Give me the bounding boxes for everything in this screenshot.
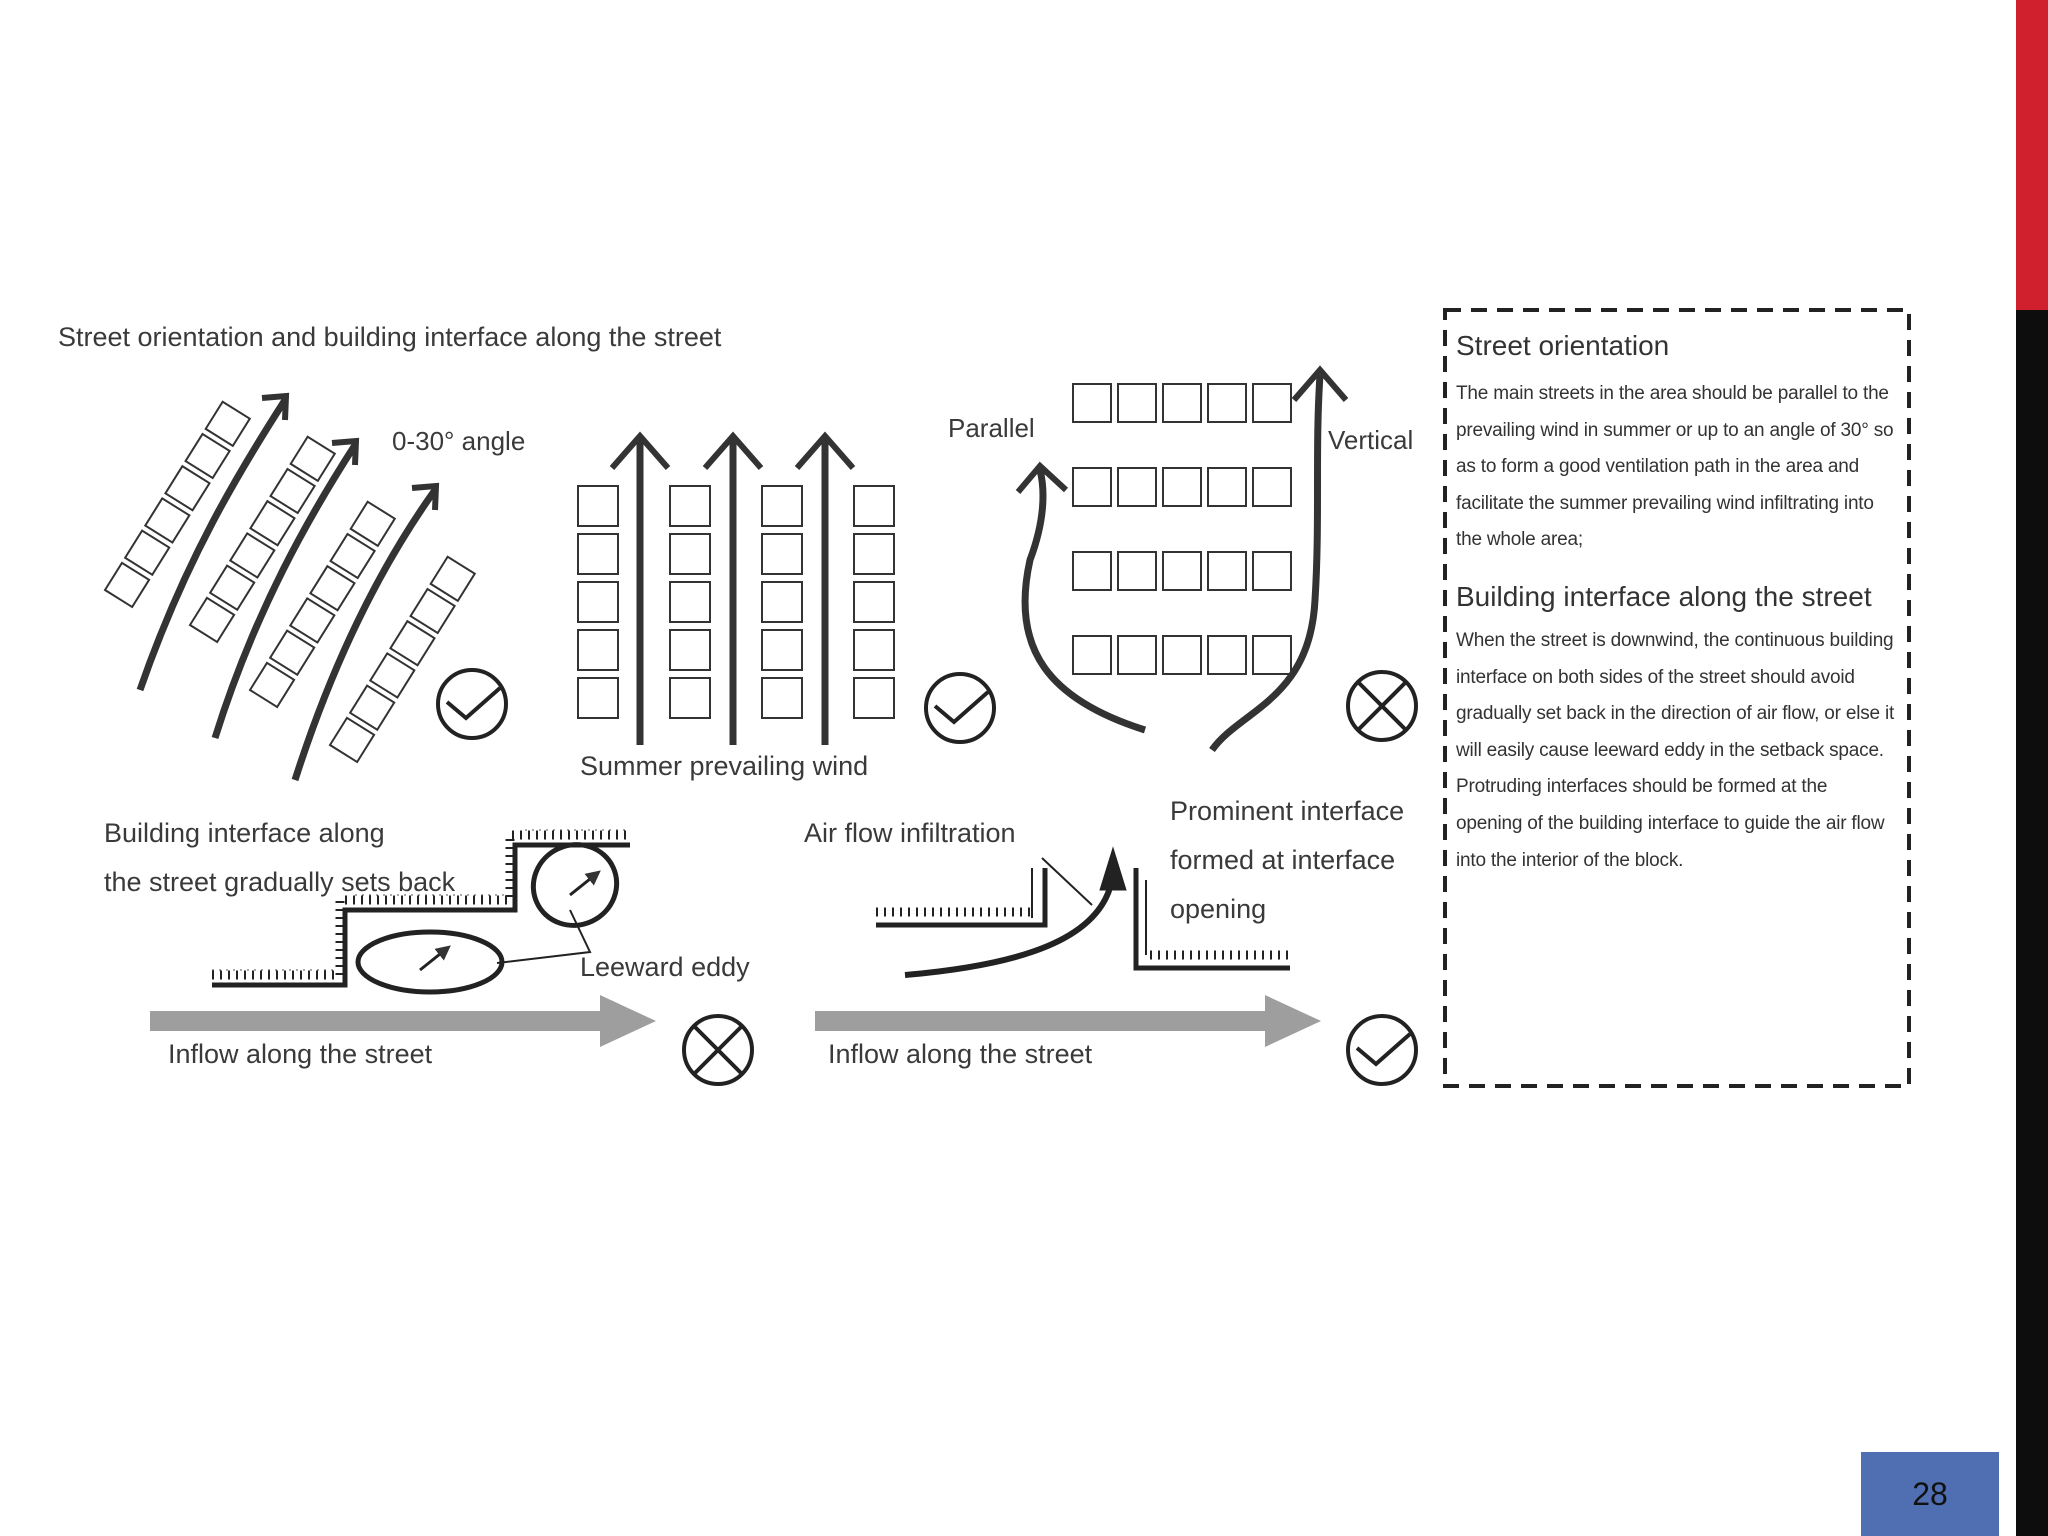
setback-label-line2: the street gradually sets back	[104, 867, 456, 897]
cross-mark-icon	[682, 1014, 754, 1086]
perpendicular-grid-panel	[1015, 365, 1349, 753]
angled-blocks-panel	[103, 392, 477, 782]
deflected-wind-left-icon	[1021, 469, 1147, 734]
page-number: 28	[1861, 1452, 1999, 1536]
inflow-arrow-icon	[150, 995, 656, 1047]
cross-mark-icon	[1346, 670, 1418, 742]
inflow-left-label: Inflow along the street	[168, 1039, 433, 1069]
block-row-1	[1072, 383, 1292, 423]
prominent-label-line1: Prominent interface	[1170, 796, 1404, 826]
deflected-wind-right-icon	[1209, 374, 1324, 753]
block-column-3	[761, 485, 803, 719]
check-mark-icon	[924, 672, 996, 744]
prominent-label-line3: opening	[1170, 894, 1266, 924]
block-row-3	[1072, 551, 1292, 591]
angled-block-column-3	[248, 500, 397, 709]
accent-bar-black	[2016, 310, 2048, 1536]
wind-arrow-icon	[211, 443, 358, 740]
block-column-2	[669, 485, 711, 719]
setback-panel	[212, 829, 630, 995]
angled-block-column-2	[188, 435, 337, 644]
parallel-grid-panel	[577, 431, 895, 745]
inflow-right-label: Inflow along the street	[828, 1039, 1093, 1069]
wind-arrow-icon	[291, 487, 438, 782]
prominent-label-line2: formed at interface	[1170, 845, 1395, 875]
block-row-4	[1072, 635, 1292, 675]
angled-block-column-1	[103, 400, 252, 609]
info-text-orientation: The main streets in the area should be p…	[1456, 383, 1894, 551]
leeward-eddy-label: Leeward eddy	[580, 952, 750, 982]
info-heading-orientation: Street orientation	[1456, 330, 1670, 361]
info-heading-interface: Building interface along the street	[1456, 580, 1872, 612]
check-mark-icon	[1346, 1014, 1418, 1086]
info-panel-border	[1443, 308, 1911, 1088]
block-column-4	[853, 485, 895, 719]
air-flow-label: Air flow infiltration	[804, 818, 1016, 848]
figure-title: Street orientation and building interfac…	[58, 322, 722, 352]
inflow-arrow-icon	[815, 995, 1321, 1047]
vertical-label: Vertical	[1328, 425, 1413, 455]
check-mark-icon	[436, 668, 508, 740]
angled-block-column-4	[328, 555, 477, 764]
accent-bar-red	[2016, 0, 2048, 310]
wind-arrow-icon	[136, 398, 288, 692]
block-column-1	[577, 485, 619, 719]
block-row-2	[1072, 467, 1292, 507]
setback-label-line1: Building interface along	[104, 818, 385, 848]
leeward-eddy-icon	[530, 842, 620, 928]
air-flow-arrow-icon	[904, 879, 1115, 978]
prominent-interface-panel	[876, 846, 1290, 978]
info-panel: Street orientation The main streets in t…	[1456, 330, 1896, 879]
summer-wind-label: Summer prevailing wind	[580, 751, 868, 781]
angle-label: 0-30° angle	[392, 426, 525, 456]
info-text-interface: When the street is downwind, the continu…	[1456, 629, 1895, 871]
parallel-label: Parallel	[948, 413, 1035, 443]
